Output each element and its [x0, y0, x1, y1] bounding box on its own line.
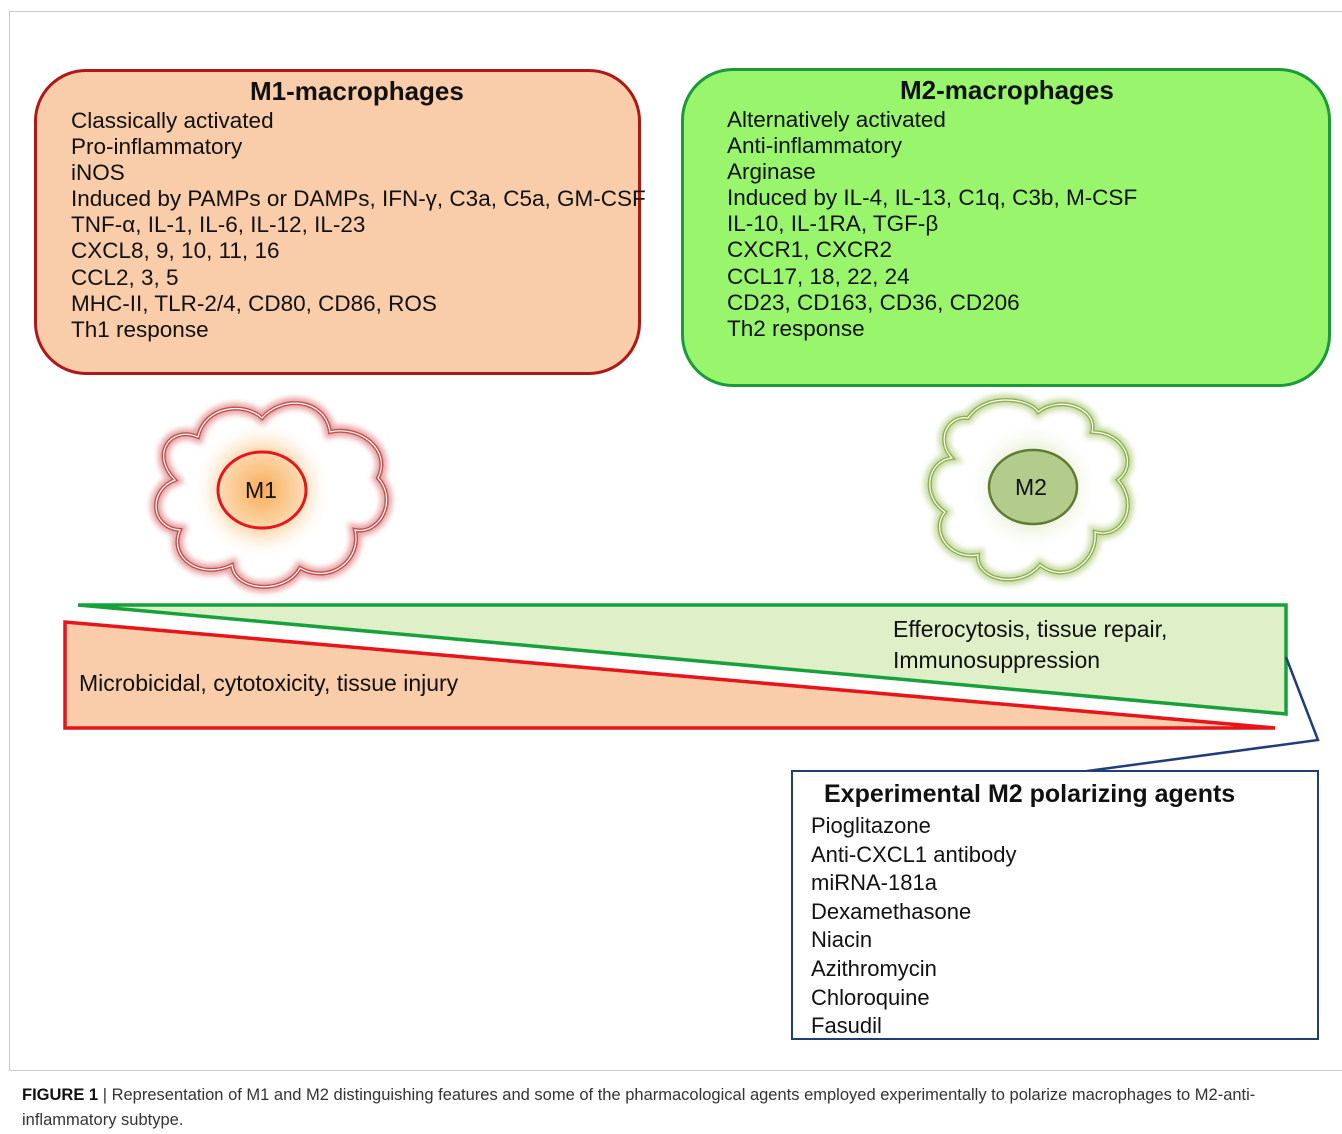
m2-nucleus [987, 448, 1079, 526]
m1-cell [150, 397, 393, 593]
m2-features-box: M2-macrophages Alternatively activated A… [681, 68, 1331, 387]
m1-feature: CXCL8, 9, 10, 11, 16 [71, 238, 280, 264]
figure-frame [9, 11, 1342, 1071]
m2-feature: Alternatively activated [727, 107, 946, 132]
m2-title: M2-macrophages [900, 75, 1114, 105]
m2-feature: Th2 response [727, 315, 865, 341]
agent-item: Pioglitazone [811, 813, 931, 838]
m2-feature: Anti-inflammatory [727, 133, 903, 159]
agent-item: Fasudil [811, 1013, 882, 1039]
m2-feature: CCL17, 18, 22, 24 [727, 263, 910, 289]
m2-effect-label-line2: Immunosuppression [893, 647, 1101, 673]
agent-item: Azithromycin [811, 955, 937, 981]
agent-item: miRNA-181a [811, 870, 937, 896]
agent-item: Chloroquine [811, 984, 930, 1010]
m1-cell-label: M1 [245, 477, 277, 503]
m2-feature: IL-10, IL-1RA, TGF-β [727, 211, 939, 237]
m1-feature: MHC-II, TLR-2/4, CD80, CD86, ROS [71, 290, 437, 316]
m2-cell [924, 394, 1134, 585]
m1-cell-glow [192, 420, 332, 560]
caption-separator: | [98, 1086, 112, 1104]
m1-effect-label: Microbicidal, cytotoxicity, tissue injur… [79, 670, 459, 696]
m1-feature: Induced by PAMPs or DAMPs, IFN-γ, C3a, C… [71, 186, 646, 212]
m2-feature: Induced by IL-4, IL-13, C1q, C3b, M-CSF [727, 185, 1138, 211]
m1-feature: TNF-α, IL-1, IL-6, IL-12, IL-23 [71, 212, 366, 238]
caption-text: Representation of M1 and M2 distinguishi… [22, 1086, 1256, 1129]
m2-feature: CXCR1, CXCR2 [727, 237, 893, 263]
m2-effect-label-line1: Efferocytosis, tissue repair, [893, 616, 1168, 642]
m1-feature: CCL2, 3, 5 [71, 264, 179, 290]
m1-features-box: M1-macrophages Classically activated Pro… [34, 69, 646, 375]
m2-feature: CD23, CD163, CD36, CD206 [727, 289, 1020, 315]
m2-feature: Arginase [727, 159, 816, 185]
agents-title: Experimental M2 polarizing agents [824, 780, 1236, 808]
m1-nucleus [216, 450, 308, 530]
m1-title: M1-macrophages [250, 76, 464, 106]
m2-cell-label: M2 [1015, 474, 1047, 500]
agent-item: Dexamethasone [811, 898, 972, 924]
m1-feature: Classically activated [71, 108, 274, 133]
m2-polarizing-agents-box: Experimental M2 polarizing agents Piogli… [791, 770, 1319, 1040]
figure-caption: FIGURE 1 | Representation of M1 and M2 d… [22, 1083, 1322, 1133]
agents-connector [1079, 656, 1320, 774]
m1-feature: Pro-inflammatory [71, 134, 243, 160]
agent-item: Niacin [811, 927, 873, 953]
m1-feature: iNOS [71, 160, 125, 186]
agent-item: Anti-CXCL1 antibody [811, 841, 1017, 867]
m1-feature: Th1 response [71, 316, 209, 342]
caption-label: FIGURE 1 [22, 1086, 99, 1104]
m1-gradient-triangle [63, 620, 1276, 730]
